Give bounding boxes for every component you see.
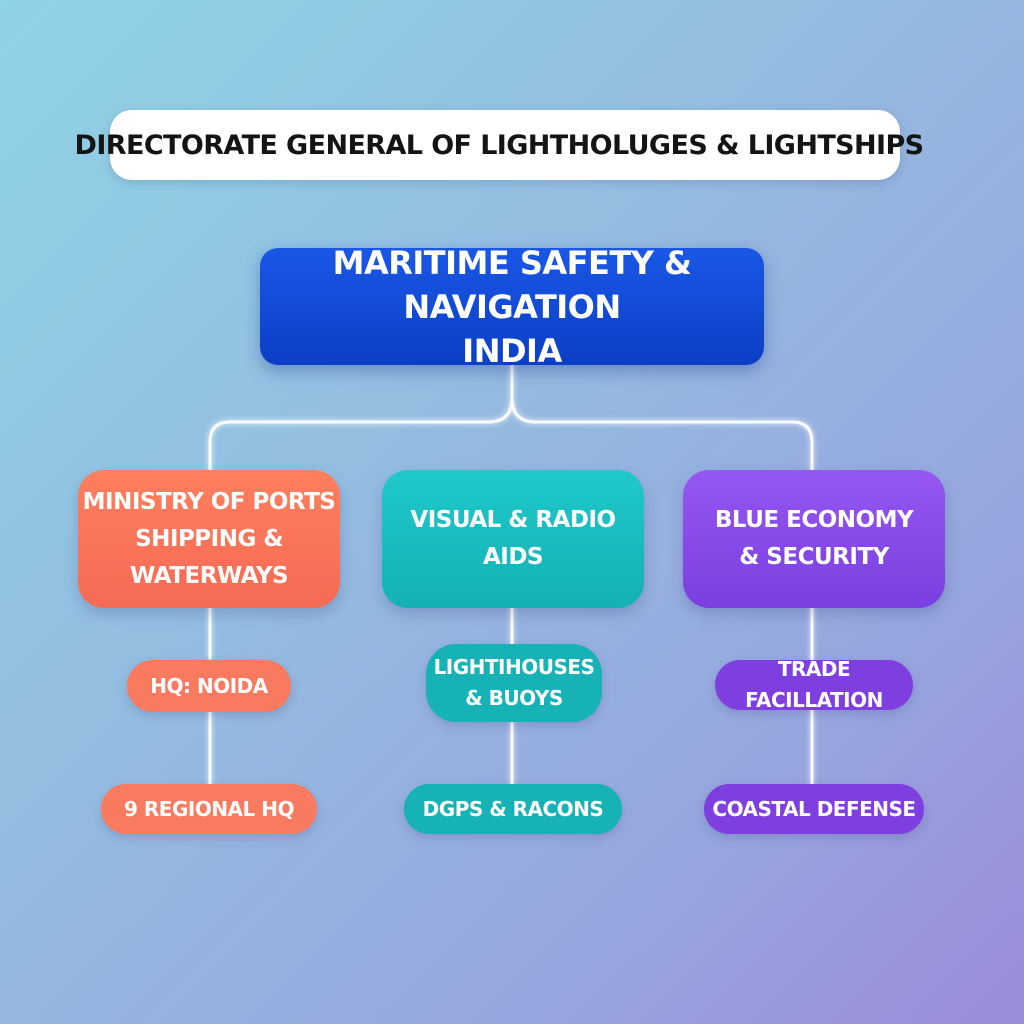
root-node: MARITIME SAFETY & NAVIGATION INDIA <box>260 244 764 370</box>
category-visual-radio-aids: VISUAL & RADIO AIDS <box>382 470 644 608</box>
root-to-left-connector <box>208 363 514 474</box>
root-to-right-connector <box>510 363 814 474</box>
item-lighthouses-buoys: LIGHTIHOUSES & BUOYS <box>426 644 602 722</box>
item-coastal-defense: COASTAL DEFENSE <box>704 784 924 834</box>
category-ministry-of-ports: MINISTRY OF PORTS SHIPPING & WATERWAYS <box>78 470 340 608</box>
page-title: DIRECTORATE GENERAL OF LIGHTHOLUGES & LI… <box>74 129 925 161</box>
category-blue-economy: BLUE ECONOMY & SECURITY <box>683 470 945 608</box>
item-dgps-racons: DGPS & RACONS <box>404 784 622 834</box>
item-regional-hq: 9 REGIONAL HQ <box>101 784 317 834</box>
title-banner: DIRECTORATE GENERAL OF LIGHTHOLUGES & LI… <box>75 110 924 180</box>
item-trade-facilitation: TRADE FACILLATION <box>715 657 913 712</box>
item-hq-noida: HQ: NOIDA <box>127 660 291 712</box>
